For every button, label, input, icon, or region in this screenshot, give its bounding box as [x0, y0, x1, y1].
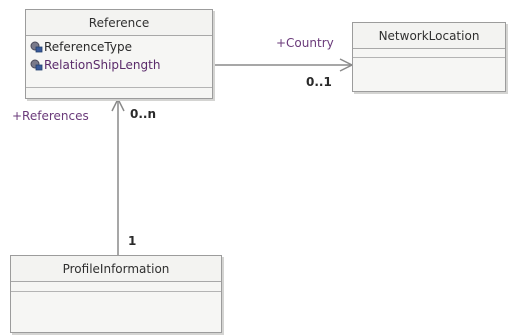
open-arrowhead-icon: [111, 97, 125, 112]
attribute-row[interactable]: RelationShipLength: [26, 56, 212, 74]
class-reference-name: Reference: [26, 10, 212, 36]
class-profileinformation-operations: [11, 292, 221, 332]
multiplicity-label-network-end: 0..1: [306, 75, 332, 89]
class-reference-attributes: ReferenceType RelationShipLength: [26, 36, 212, 88]
attribute-name: RelationShipLength: [44, 58, 161, 72]
multiplicity-label-profile-end: 1: [128, 234, 137, 248]
class-profileinformation[interactable]: ProfileInformation: [10, 255, 222, 333]
class-networklocation-attributes: [353, 49, 505, 58]
attribute-name: ReferenceType: [44, 40, 132, 54]
class-profileinformation-attributes: [11, 282, 221, 292]
class-reference[interactable]: Reference ReferenceType RelationShipLeng…: [25, 9, 213, 99]
role-label-references: +References: [12, 109, 89, 123]
attribute-icon: [30, 59, 43, 71]
attribute-icon: [30, 41, 43, 53]
role-label-country: +Country: [276, 36, 334, 50]
class-networklocation-name: NetworkLocation: [353, 23, 505, 49]
class-networklocation[interactable]: NetworkLocation: [352, 22, 506, 92]
attribute-row[interactable]: ReferenceType: [26, 38, 212, 56]
multiplicity-label-reference-end: 0..n: [130, 107, 157, 121]
class-networklocation-operations: [353, 58, 505, 91]
class-profileinformation-name: ProfileInformation: [11, 256, 221, 282]
class-reference-operations: [26, 88, 212, 98]
